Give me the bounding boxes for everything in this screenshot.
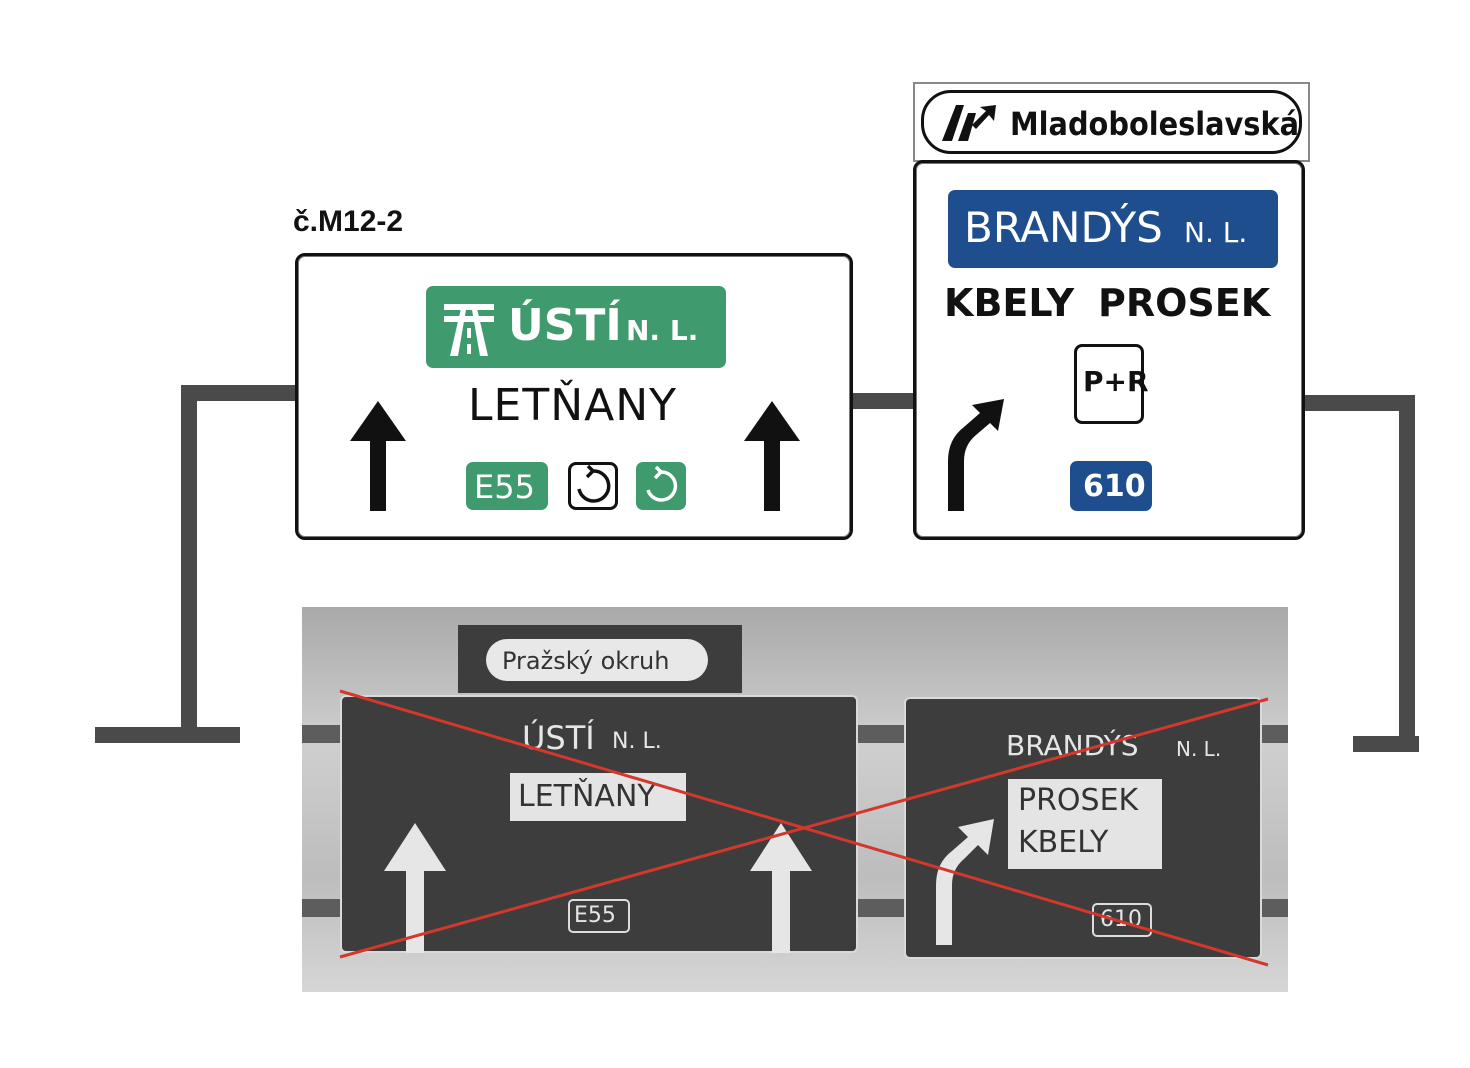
motorway-destination-suffix: N. L. (626, 314, 699, 347)
photo-header-pill: Pražský okruh (486, 639, 708, 681)
left-direction-sign: ÚSTÍ N. L. LETŇANY E55 (295, 253, 853, 540)
photo-arrow-up-icon (750, 823, 812, 953)
photo-header-board: Pražský okruh (458, 625, 742, 693)
photo-right-box-line2: KBELY (1018, 825, 1109, 860)
gantry-left-base (95, 727, 240, 743)
photo-left-sign: ÚSTÍ N. L. LETŇANY E55 (340, 695, 858, 953)
motorway-icon (444, 304, 494, 356)
primary-destination-plate: BRANDÝS N. L. (948, 190, 1278, 268)
route-e55-label: E55 (474, 468, 535, 506)
photo-right-box: PROSEK KBELY (1008, 779, 1162, 869)
gantry-right-base (1353, 736, 1419, 752)
photo-right-route-text: 610 (1100, 907, 1142, 932)
primary-destination-suffix: N. L. (1184, 216, 1248, 249)
turn-right-arrow-icon (948, 399, 1004, 511)
ring-road-badge-outline (568, 462, 618, 510)
gantry-left-arm (181, 385, 299, 401)
photo-right-sign: BRANDÝS N. L. PROSEK KBELY 610 (904, 697, 1262, 959)
photo-left-box: LETŇANY (510, 773, 686, 821)
route-e55-badge: E55 (466, 462, 548, 510)
sign-code-label: č.M12-2 (293, 205, 404, 238)
park-and-ride-badge: P+R (1074, 344, 1149, 424)
gantry-right-post (1399, 395, 1415, 745)
photo-right-dest: BRANDÝS (1006, 729, 1139, 762)
photo-header-text: Pražský okruh (502, 647, 670, 675)
old-sign-photo: Pražský okruh ÚSTÍ N. L. LETŇANY E55 BRA… (302, 607, 1288, 992)
photo-arrow-up-icon (384, 823, 446, 953)
arrow-up-icon (350, 401, 406, 511)
photo-left-route-badge: E55 (568, 899, 630, 933)
photo-right-box-line1: PROSEK (1018, 783, 1139, 818)
right-direction-sign: BRANDÝS N. L. KBELY PROSEK P+R 610 (913, 160, 1305, 540)
exit-ramp-icon (942, 105, 996, 141)
photo-turn-right-arrow-icon (936, 819, 994, 945)
destination-kbely: KBELY (944, 281, 1075, 325)
route-610-badge: 610 (1070, 461, 1152, 511)
gantry-middle-beam (852, 393, 920, 409)
photo-left-suffix: N. L. (612, 729, 662, 754)
ring-road-badge-green (636, 462, 686, 510)
destination-prosek: PROSEK (1098, 281, 1271, 325)
park-and-ride-label: P+R (1083, 365, 1149, 398)
photo-left-route-text: E55 (574, 903, 616, 928)
route-610-label: 610 (1083, 469, 1146, 504)
photo-right-route-badge: 610 (1092, 903, 1152, 937)
ring-road-icon (577, 464, 611, 503)
photo-left-box-text: LETŇANY (518, 779, 656, 814)
destination-letnany: LETŇANY (468, 380, 677, 431)
motorway-destination: ÚSTÍ (508, 300, 622, 351)
right-sign-header-frame: Mladoboleslavská (913, 82, 1310, 162)
right-sign-header: Mladoboleslavská (921, 90, 1302, 154)
primary-destination: BRANDÝS (964, 203, 1163, 252)
right-sign-header-text: Mladoboleslavská (1010, 105, 1299, 143)
arrow-up-icon (744, 401, 800, 511)
motorway-destination-plate: ÚSTÍ N. L. (426, 286, 726, 368)
cross-out-mark (339, 689, 1269, 967)
photo-left-dest: ÚSTÍ (522, 719, 595, 757)
gantry-left-post (181, 385, 197, 735)
photo-right-suffix: N. L. (1176, 737, 1222, 761)
gantry-right-arm (1303, 395, 1415, 411)
ring-road-icon (646, 465, 678, 502)
